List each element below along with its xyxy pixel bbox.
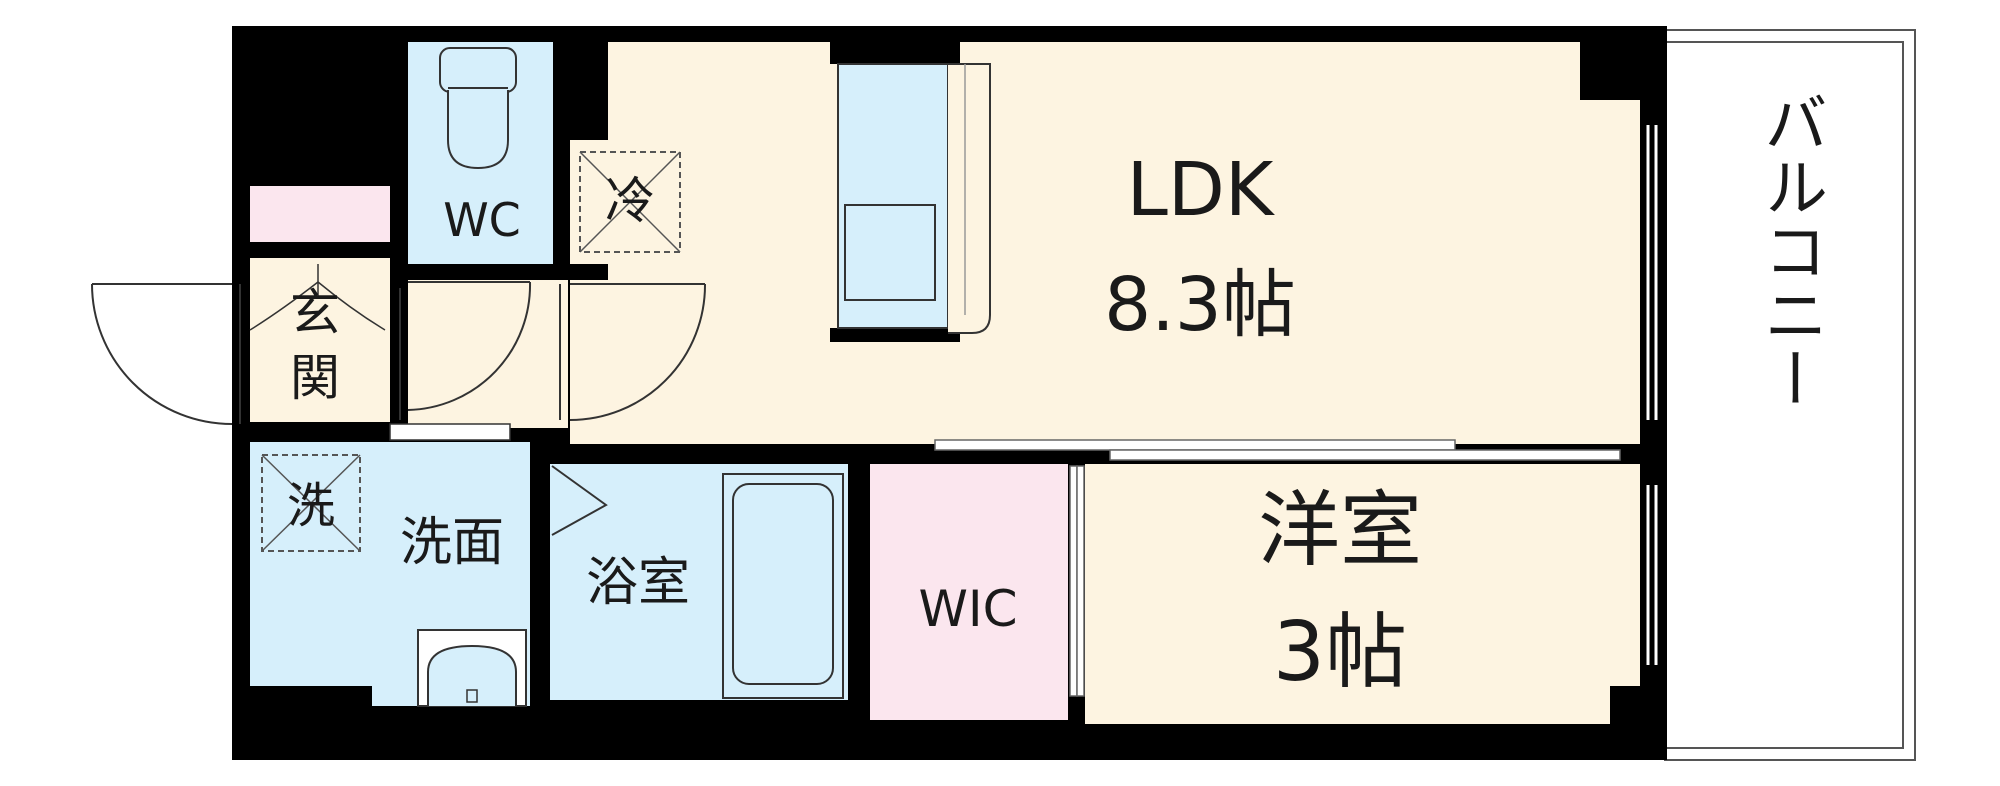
toilet bbox=[439, 47, 517, 170]
western-room-floor bbox=[1085, 464, 1640, 724]
wc-label: WC bbox=[443, 193, 521, 247]
kitchen-wall-top bbox=[830, 42, 960, 64]
window-western bbox=[1646, 485, 1658, 665]
western-room-size: 3帖 bbox=[1273, 605, 1407, 700]
ldk-door[interactable] bbox=[559, 283, 707, 421]
washroom-label: 洗面 bbox=[400, 513, 504, 573]
window-ldk bbox=[1646, 125, 1658, 420]
fridge-space bbox=[579, 151, 681, 253]
sliding-door[interactable] bbox=[934, 439, 1621, 461]
hall-floor bbox=[408, 280, 568, 428]
wic-floor bbox=[870, 464, 1068, 720]
bathroom-label: 浴室 bbox=[586, 553, 690, 613]
washbasin bbox=[417, 629, 527, 707]
balcony bbox=[1664, 29, 1916, 761]
entrance-door[interactable] bbox=[91, 283, 241, 425]
ldk-floor bbox=[570, 42, 1640, 444]
washer-label: 洗 bbox=[287, 478, 335, 534]
wic-label: WIC bbox=[918, 580, 1017, 638]
fridge-label: 冷 bbox=[605, 172, 655, 230]
ldk-corner-column bbox=[1580, 42, 1640, 100]
wic-sliding-door[interactable] bbox=[1069, 465, 1085, 697]
shoe-cabinet-door bbox=[249, 264, 386, 331]
entrance-floor bbox=[250, 258, 390, 422]
western-room-name: 洋室 bbox=[1258, 483, 1422, 578]
shoe-cabinet bbox=[250, 186, 390, 242]
entrance-label-2: 関 bbox=[290, 349, 340, 407]
hall-door[interactable] bbox=[399, 281, 532, 420]
balcony-label: バルコニー bbox=[1753, 90, 1827, 410]
washer-space bbox=[261, 454, 361, 552]
ldk-size: 8.3帖 bbox=[1104, 262, 1296, 348]
washroom-door-gap bbox=[389, 423, 511, 441]
kitchen-counter bbox=[837, 63, 991, 334]
western-corner-column bbox=[1610, 686, 1640, 724]
entrance-label-1: 玄 bbox=[290, 284, 340, 342]
bathtub bbox=[722, 473, 844, 699]
kitchen-wall-bottom bbox=[830, 328, 960, 342]
bathroom-door[interactable] bbox=[551, 465, 608, 536]
ldk-name: LDK bbox=[1127, 147, 1276, 233]
